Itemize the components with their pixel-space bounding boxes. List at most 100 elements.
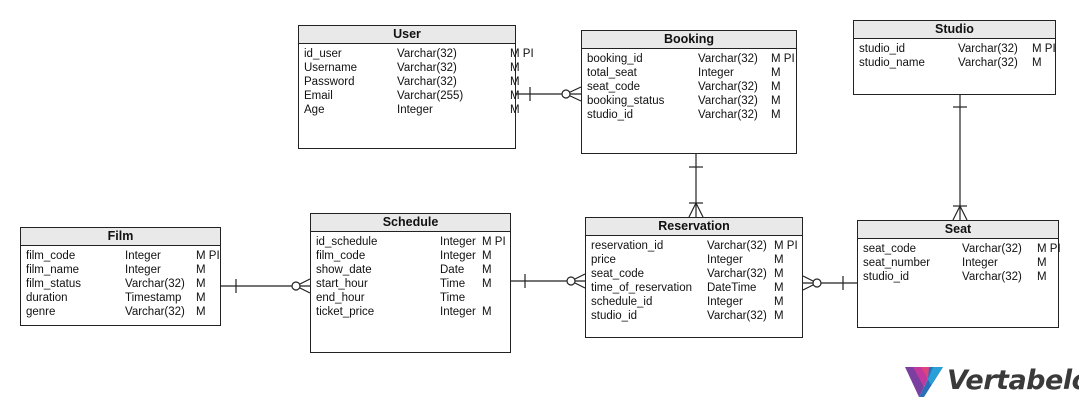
column-name: total_seat [587,67,637,79]
column-flags: M [774,296,784,308]
column-flags: M [510,90,520,102]
column-type: Varchar(32) [962,271,1022,283]
column-type: Varchar(32) [397,62,457,74]
column-name: Age [304,104,325,116]
entity-title: Booking [582,31,796,49]
column-name: seat_code [863,243,917,255]
column-name: start_hour [316,278,368,290]
column-flags: M [196,264,206,276]
column-name: film_code [316,250,366,262]
column-row: Age Integer M [304,103,520,117]
column-flags: M PI [1037,243,1061,255]
column-flags: M PI [482,236,506,248]
column-flags: M PI [196,250,220,262]
column-name: studio_id [859,43,906,55]
relationship-schedule-reservation [511,273,586,289]
column-flags: M [510,104,520,116]
column-type: Varchar(32) [707,240,767,252]
column-flags: M [774,282,784,294]
column-type: DateTime [707,282,757,294]
relationship-booking-reservation [688,154,704,218]
column-row: total_seat Integer M [587,66,796,80]
entity-title: Schedule [311,214,510,232]
column-type: Integer [707,254,743,266]
column-type: Varchar(32) [707,268,767,280]
column-name: price [591,254,616,266]
column-type: Integer [397,104,433,116]
column-type: Integer [707,296,743,308]
column-type: Varchar(32) [397,76,457,88]
column-flags: M [771,67,781,79]
entity-title: User [299,26,515,44]
column-flags: M [196,292,206,304]
column-name: end_hour [316,292,365,304]
column-flags: M [774,268,784,280]
column-name: time_of_reservation [591,282,692,294]
column-row: end_hour Time [316,291,510,305]
column-type: Varchar(32) [958,43,1018,55]
column-flags: M [196,306,206,318]
column-flags: M [1032,57,1042,69]
column-flags: M PI [774,240,798,252]
vertabelo-logo-text: Vertabelo [947,365,1079,396]
column-name: booking_status [587,95,665,107]
column-type: Varchar(32) [125,306,185,318]
column-type: Varchar(32) [698,95,758,107]
column-flags: M PI [510,48,534,60]
column-type: Time [440,292,466,304]
column-name: seat_number [863,257,931,269]
entity-title: Film [21,228,220,246]
column-type: Varchar(32) [698,109,758,121]
column-row: time_of_reservation DateTime M [591,281,802,295]
column-flags: M [774,310,784,322]
column-name: studio_id [587,109,634,121]
column-type: Integer [698,67,734,79]
column-row: studio_id Varchar(32) M [863,270,1058,284]
column-name: id_schedule [316,236,378,248]
column-name: Email [304,90,333,102]
column-name: studio_id [863,271,910,283]
column-name: Username [304,62,358,74]
column-type: Varchar(32) [698,81,758,93]
relationship-film-schedule [221,278,311,294]
column-type: Integer [125,264,161,276]
column-flags: M [1037,271,1047,283]
entity-title: Reservation [586,218,802,236]
column-type: Varchar(32) [958,57,1018,69]
entity-title: Seat [858,221,1058,239]
column-flags: M [482,264,492,276]
column-type: Integer [125,250,161,262]
column-type: Varchar(32) [698,53,758,65]
column-name: Password [304,76,355,88]
column-type: Date [440,264,465,276]
